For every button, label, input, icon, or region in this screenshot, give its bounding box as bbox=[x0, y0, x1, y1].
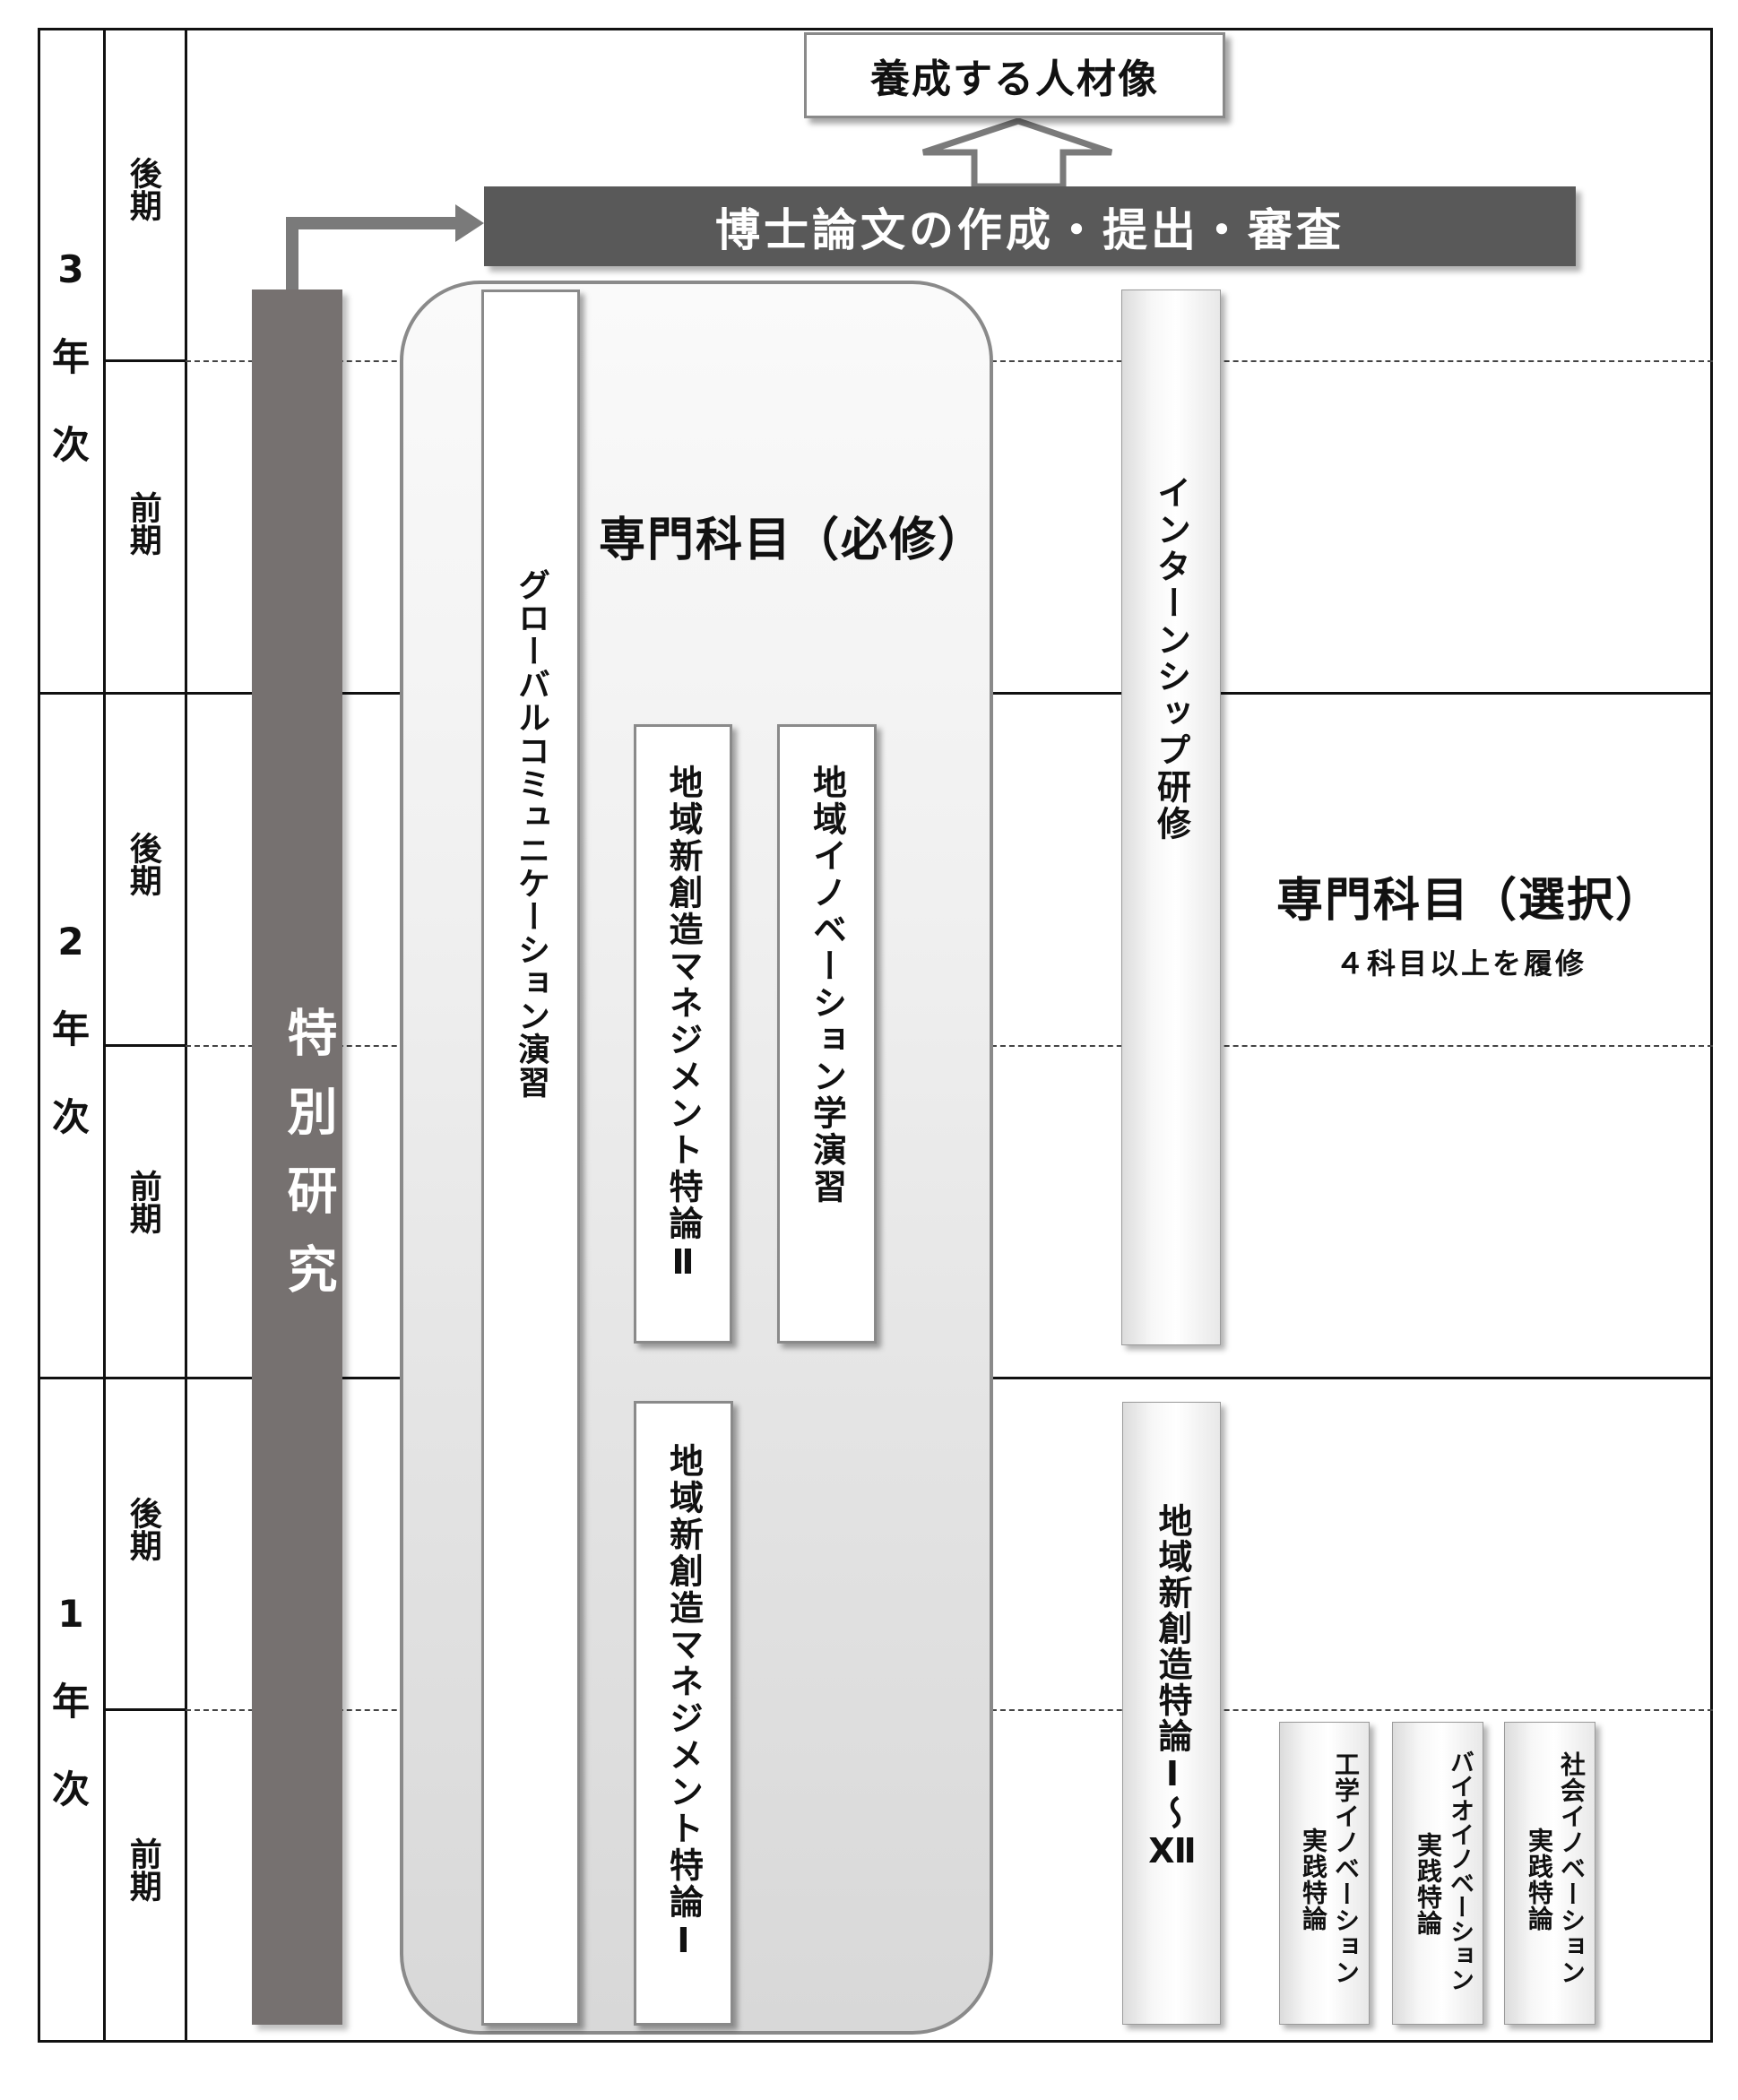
semester-label: 前期 bbox=[124, 1170, 161, 1234]
goal-label: 養成する人材像 bbox=[870, 56, 1159, 102]
thesis-label: 博士論文の作成・提出・審査 bbox=[715, 203, 1345, 256]
year-label-2: 2 年 次 bbox=[51, 920, 90, 1139]
semester-column-divider bbox=[185, 28, 187, 2043]
year-number: 3 bbox=[57, 247, 84, 291]
semester-label: 前期 bbox=[124, 491, 161, 556]
year-number: 2 bbox=[57, 920, 84, 964]
course-global-communication: グローバルコミュニケーション演習 bbox=[481, 290, 580, 2026]
special-research-bar: 特別研究 bbox=[252, 290, 342, 2025]
course-innovation-seminar: 地域イノベーション学演習 bbox=[777, 724, 877, 1344]
table-border bbox=[38, 28, 1713, 2043]
semester-label: 後期 bbox=[124, 832, 161, 896]
special-research-label: 特別研究 bbox=[279, 1007, 337, 1322]
course-regional-management-2: 地域新創造マネジメント特論Ⅱ bbox=[634, 724, 732, 1344]
required-courses-title: 専門科目（必修） bbox=[599, 514, 987, 567]
semester-divider-y3 bbox=[103, 359, 186, 362]
course-bio-innovation: バイオイノベーション 実践特論 bbox=[1392, 1722, 1483, 2025]
course-engineering-innovation: 工学イノベーション 実践特論 bbox=[1279, 1722, 1370, 2025]
year-number: 1 bbox=[57, 1592, 84, 1636]
semester-label: 後期 bbox=[124, 157, 161, 221]
year-label-3: 3 年 次 bbox=[51, 247, 90, 467]
year-column-divider bbox=[103, 28, 106, 2043]
course-internship: インターンシップ研修 bbox=[1121, 290, 1221, 1345]
semester-label: 前期 bbox=[124, 1837, 161, 1902]
course-social-innovation: 社会イノベーション 実践特論 bbox=[1504, 1722, 1595, 2025]
semester-divider-y2 bbox=[103, 1044, 186, 1047]
course-regional-management-1: 地域新創造マネジメント特論Ⅰ bbox=[634, 1401, 733, 2026]
course-regional-special-series: 地域新創造特論Ⅰ〜Ⅻ bbox=[1122, 1402, 1221, 2025]
elective-requirement-note: ４科目以上を履修 bbox=[1336, 946, 1587, 981]
goal-box: 養成する人材像 bbox=[804, 32, 1225, 118]
thesis-bar: 博士論文の作成・提出・審査 bbox=[484, 186, 1576, 266]
elbow-arrow-icon bbox=[286, 204, 484, 291]
semester-divider-y1 bbox=[103, 1708, 186, 1711]
elective-courses-title: 専門科目（選択） bbox=[1276, 874, 1665, 928]
up-arrow-icon bbox=[921, 117, 1113, 190]
year-label-1: 1 年 次 bbox=[51, 1592, 90, 1811]
semester-label: 後期 bbox=[124, 1497, 161, 1561]
